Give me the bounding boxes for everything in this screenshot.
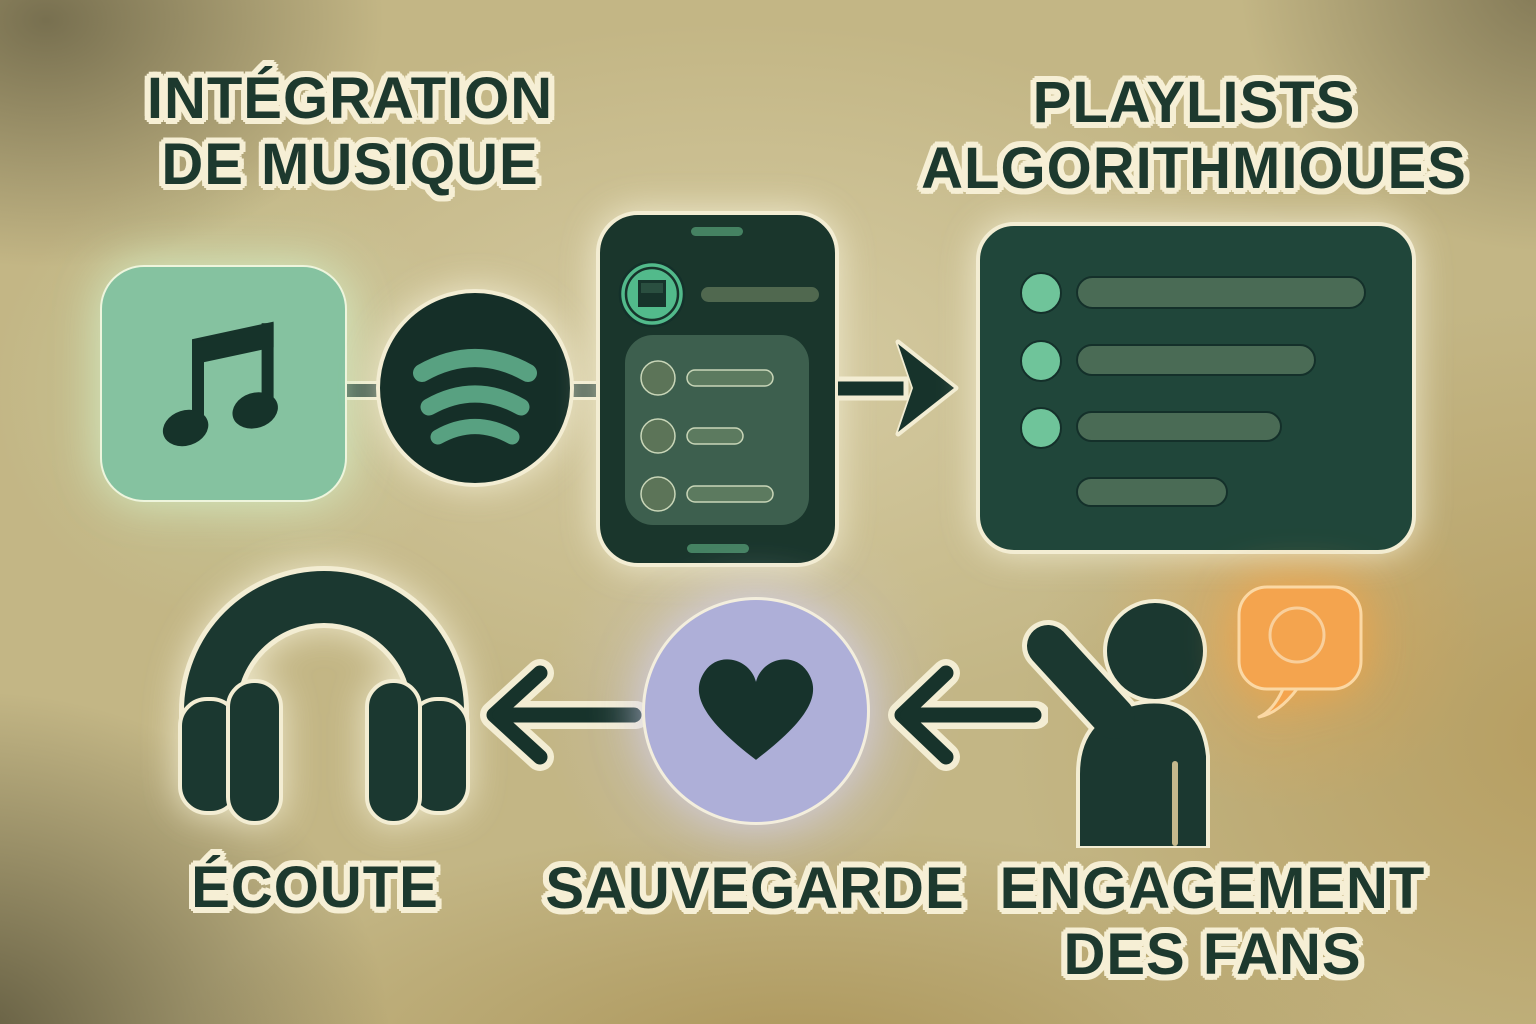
title-algorithmic-playlists-line2: ALGORITHMIOUES	[921, 136, 1467, 201]
person-raised-arm	[1027, 625, 1135, 739]
label-engagement-line1: ENGAGEMENT	[999, 856, 1426, 921]
headphone-right-cup	[365, 679, 422, 825]
phone-home-bar	[687, 544, 749, 553]
phone-playlist-icon	[596, 211, 839, 567]
playlist-panel-icon	[976, 222, 1416, 554]
title-algorithmic-playlists: PLAYLISTS ALGORITHMIOUES	[878, 70, 1510, 202]
label-engagement-line2: DES FANS	[1063, 922, 1362, 987]
arrow-right-icon	[838, 339, 959, 437]
label-ecoute: ÉCOUTE	[115, 855, 515, 921]
phone-title-bar	[701, 287, 819, 302]
arrow-left-icon	[888, 659, 1048, 771]
phone-avatar	[618, 260, 686, 328]
arrow-left-icon	[480, 659, 648, 771]
title-algorithmic-playlists-line1: PLAYLISTS	[1032, 70, 1356, 135]
title-music-integration: INTÉGRATION DE MUSIQUE	[80, 66, 620, 198]
fan-person-icon	[1022, 599, 1210, 848]
label-engagement-fans: ENGAGEMENT DES FANS	[985, 856, 1440, 988]
heart-save-icon	[642, 597, 870, 825]
spotify-logo-icon	[376, 289, 574, 487]
heart-glyph	[698, 659, 814, 760]
label-sauvegarde-text: SAUVEGARDE	[545, 856, 965, 921]
label-ecoute-text: ÉCOUTE	[191, 855, 439, 920]
music-note-glyph	[162, 321, 278, 446]
phone-speaker	[691, 227, 743, 236]
title-music-integration-line1: INTÉGRATION	[146, 66, 554, 131]
phone-list-rows	[640, 360, 774, 512]
headphones-icon	[178, 566, 470, 825]
headphone-left-cup	[226, 679, 283, 825]
playlist-rows	[1020, 272, 1366, 507]
label-sauvegarde: SAUVEGARDE	[545, 856, 965, 922]
music-note-app-icon	[100, 265, 347, 502]
speech-bubble-icon	[1237, 585, 1363, 719]
title-music-integration-line2: DE MUSIQUE	[161, 132, 539, 197]
